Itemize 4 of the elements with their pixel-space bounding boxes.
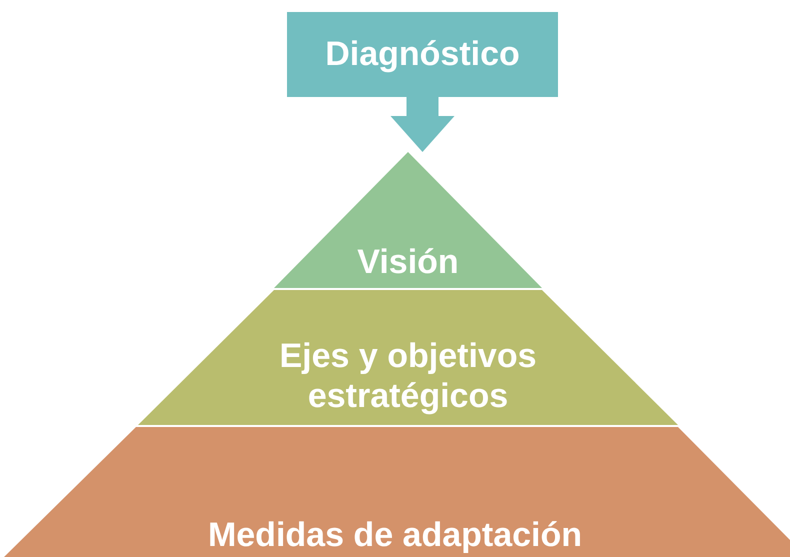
layer-label: Visión: [357, 242, 459, 282]
layer-label: Medidas de adaptación: [208, 515, 582, 555]
heading-text: Diagnóstico: [325, 34, 520, 74]
layer-label: Ejes y objetivos estratégicos: [278, 336, 538, 416]
